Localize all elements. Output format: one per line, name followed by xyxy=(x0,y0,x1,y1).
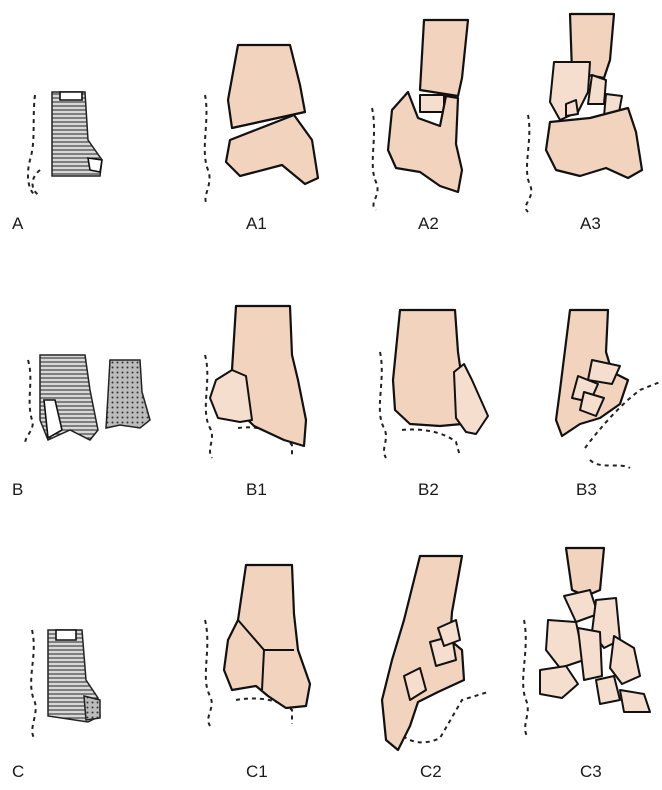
label-a3: A3 xyxy=(580,214,601,234)
diagram-a2 xyxy=(372,20,468,210)
diagram-c3 xyxy=(523,548,650,738)
diagram-a1 xyxy=(205,45,318,205)
label-b1: B1 xyxy=(246,480,267,500)
label-c: C xyxy=(12,762,24,782)
diagram-b1 xyxy=(205,306,306,458)
label-a: A xyxy=(12,214,23,234)
label-a2: A2 xyxy=(418,214,439,234)
diagram-b2 xyxy=(380,310,488,458)
label-b2: B2 xyxy=(418,480,439,500)
diagram-c2 xyxy=(382,556,488,750)
label-b3: B3 xyxy=(576,480,597,500)
schematic-b xyxy=(25,355,150,445)
diagram-a3 xyxy=(526,14,642,212)
schematic-c xyxy=(31,630,100,738)
schematic-a xyxy=(28,92,102,196)
diagram-b3 xyxy=(556,310,660,468)
label-a1: A1 xyxy=(246,214,267,234)
label-c2: C2 xyxy=(420,762,442,782)
label-b: B xyxy=(12,480,23,500)
label-c1: C1 xyxy=(246,762,268,782)
diagram-c1 xyxy=(205,565,310,726)
label-c3: C3 xyxy=(580,762,602,782)
